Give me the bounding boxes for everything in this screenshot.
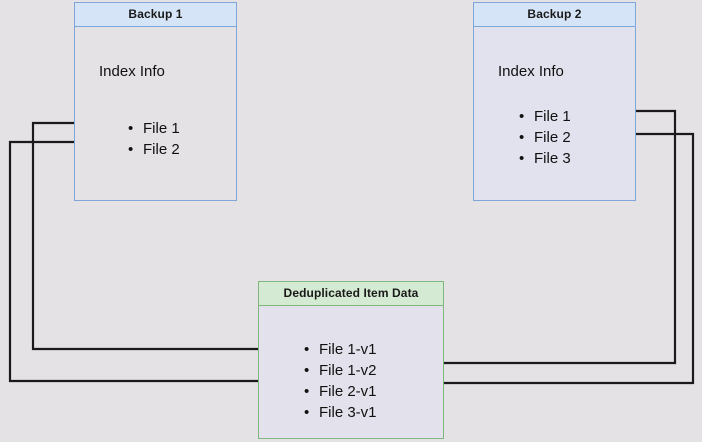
backup-2-box: Backup 2 Index Info File 1 File 2 File 3	[473, 2, 636, 201]
deduplicated-item-data-box: Deduplicated Item Data File 1-v1 File 1-…	[258, 281, 444, 439]
deduplicated-item-data-body: File 1-v1 File 1-v2 File 2-v1 File 3-v1	[259, 306, 443, 438]
backup-1-body: Index Info File 1 File 2	[75, 27, 236, 200]
list-item: File 2-v1	[304, 381, 377, 402]
backup-2-header: Backup 2	[474, 3, 635, 27]
list-item: File 1-v2	[304, 360, 377, 381]
backup-1-index-info-label: Index Info	[99, 63, 165, 80]
list-item: File 2	[128, 139, 180, 160]
backup-1-file-list: File 1 File 2	[128, 118, 180, 160]
list-item: File 2	[519, 127, 571, 148]
list-item: File 3	[519, 148, 571, 169]
backup-2-index-info-label: Index Info	[498, 63, 564, 80]
backup-2-file-list: File 1 File 2 File 3	[519, 106, 571, 169]
dedup-item-list: File 1-v1 File 1-v2 File 2-v1 File 3-v1	[304, 339, 377, 423]
backup-1-box: Backup 1 Index Info File 1 File 2	[74, 2, 237, 201]
backup-2-body: Index Info File 1 File 2 File 3	[474, 27, 635, 200]
deduplicated-item-data-header: Deduplicated Item Data	[259, 282, 443, 306]
backup-1-header: Backup 1	[75, 3, 236, 27]
list-item: File 1	[519, 106, 571, 127]
list-item: File 3-v1	[304, 402, 377, 423]
list-item: File 1	[128, 118, 180, 139]
list-item: File 1-v1	[304, 339, 377, 360]
